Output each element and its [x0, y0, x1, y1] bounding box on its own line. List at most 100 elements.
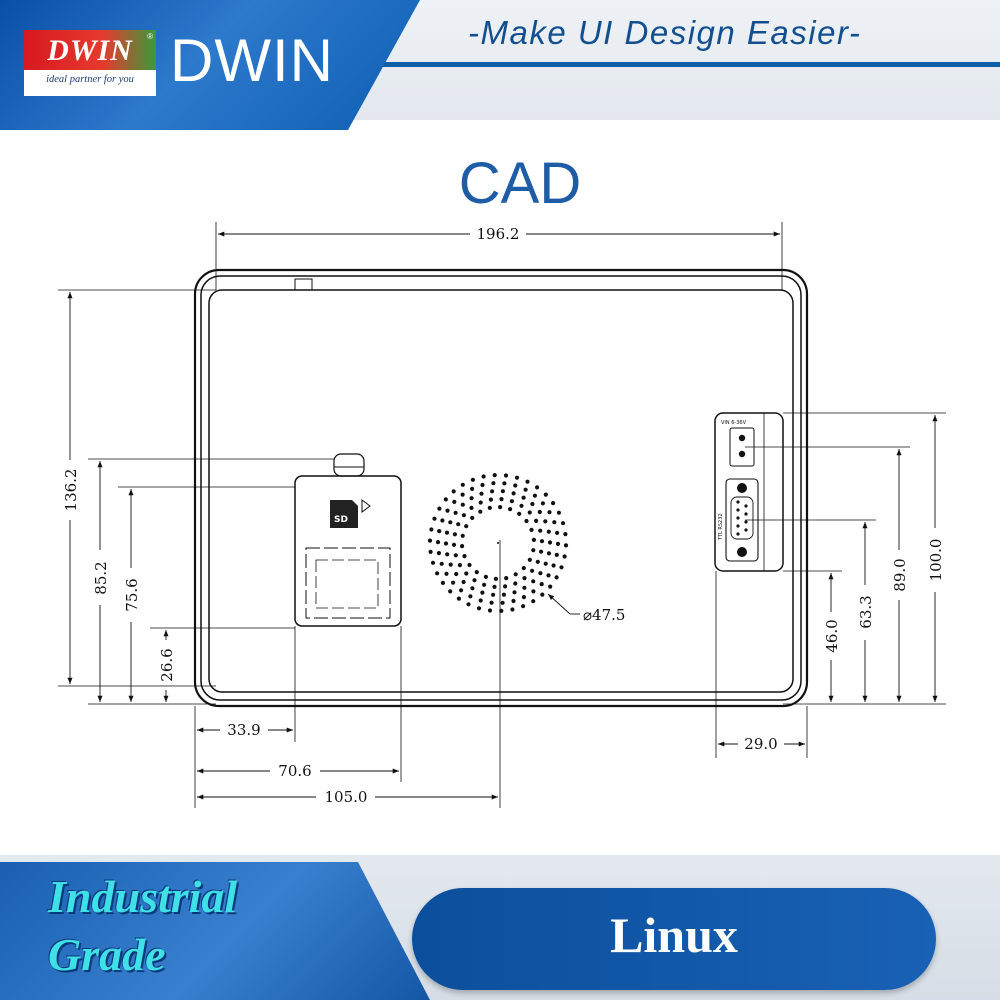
speaker-hole [504, 576, 509, 581]
speaker-hole [539, 539, 545, 544]
speaker-hole [451, 489, 456, 494]
speaker-hole [498, 505, 503, 510]
speaker-hole [453, 510, 458, 515]
speaker-hole [554, 575, 559, 580]
dim-speaker-diameter: ⌀47.5 [583, 606, 625, 624]
speaker-hole [563, 532, 568, 537]
speaker-hole [445, 552, 450, 557]
sd-icon-label: SD [334, 515, 348, 525]
speaker-hole [513, 572, 518, 577]
speaker-hole [464, 571, 469, 576]
speaker-hole [555, 530, 560, 536]
speaker-hole [454, 571, 459, 577]
speaker-hole [482, 582, 487, 587]
speaker-hole [492, 473, 497, 478]
speaker-hole [435, 540, 441, 545]
speaker-hole [546, 551, 552, 556]
speaker-hole [531, 589, 536, 594]
speaker-hole [499, 608, 504, 614]
db9-pin [744, 504, 748, 508]
speaker-hole [530, 568, 535, 573]
speaker-hole [535, 559, 540, 564]
speaker-hole [543, 561, 548, 566]
speaker-hole [487, 608, 493, 613]
speaker-hole [522, 585, 527, 590]
speaker-hole [521, 495, 526, 500]
speaker-hole [427, 538, 433, 543]
speaker-hole [527, 557, 532, 562]
dim-sd-card-top: 75.6 [123, 578, 141, 611]
speaker-hole [469, 496, 474, 501]
db9-screw [737, 547, 747, 557]
speaker-hole [508, 507, 513, 512]
speaker-hole [517, 511, 522, 516]
db9-pin [736, 516, 740, 520]
speaker-hole [443, 497, 448, 502]
logo-registered-mark: ® [147, 32, 153, 41]
speaker-hole [492, 584, 497, 590]
speaker-hole [514, 475, 520, 480]
speaker-hole [460, 533, 465, 538]
speaker-hole [474, 570, 479, 575]
speaker-hole [560, 521, 566, 526]
speaker-hole [539, 549, 544, 554]
connector-panel [714, 412, 784, 572]
cad-title: CAD [458, 151, 582, 216]
speaker-hole [540, 501, 546, 506]
speaker-hole [435, 571, 440, 576]
speaker-hole [478, 598, 483, 603]
enclosure-outer [193, 268, 809, 708]
speaker-hole [527, 510, 532, 515]
dim-port-89: 89.0 [891, 558, 909, 591]
db9-pin [744, 528, 748, 532]
speaker-hole [548, 584, 553, 589]
speaker-hole [546, 529, 551, 534]
speaker-hole [531, 537, 537, 543]
speaker-hole [493, 576, 498, 582]
dim-port-46: 46.0 [823, 619, 841, 652]
speaker-hole [488, 497, 493, 502]
speaker-hole [512, 590, 517, 595]
dim-sd-right: 70.6 [278, 762, 311, 780]
speaker-hole [429, 527, 434, 532]
speaker-hole [466, 602, 471, 607]
speaker-hole [461, 579, 466, 585]
speaker-hole [503, 584, 508, 589]
speaker-hole [500, 489, 505, 494]
speaker-hole [437, 506, 442, 511]
speaker-hole [535, 485, 540, 490]
speaker-hole [489, 600, 494, 605]
speaker-hole [452, 532, 457, 537]
footer-grade-panel [0, 862, 430, 1000]
speaker-hole [480, 482, 485, 488]
dwin-logo: DWIN ® ideal partner for you [24, 30, 156, 96]
speaker-hole [499, 497, 504, 502]
speaker-hole [453, 553, 458, 558]
speaker-hole [547, 510, 552, 515]
enclosure-inner [208, 289, 794, 693]
speaker-hole [537, 509, 542, 515]
speaker-hole [445, 508, 450, 513]
speaker-hole [511, 491, 516, 496]
speaker-hole [555, 541, 561, 547]
db9-pin [736, 500, 740, 504]
speaker-hole [491, 592, 496, 597]
db9-pins [736, 500, 748, 536]
speaker-hole [532, 493, 538, 498]
speaker-hole [491, 481, 496, 486]
power-pin [738, 450, 746, 458]
speaker-hole [503, 473, 509, 478]
speaker-hole [519, 503, 524, 508]
speaker-hole [470, 515, 475, 521]
speaker-grille [427, 473, 569, 614]
db9-pin [744, 512, 748, 516]
speaker-hole [460, 502, 465, 507]
speaker-hole [460, 492, 465, 497]
speaker-hole [460, 482, 465, 487]
sd-card-slot [305, 547, 391, 619]
dim-port-63: 63.3 [857, 595, 875, 628]
db9-pin [736, 508, 740, 512]
speaker-hole [509, 499, 514, 504]
speaker-hole [529, 527, 534, 533]
